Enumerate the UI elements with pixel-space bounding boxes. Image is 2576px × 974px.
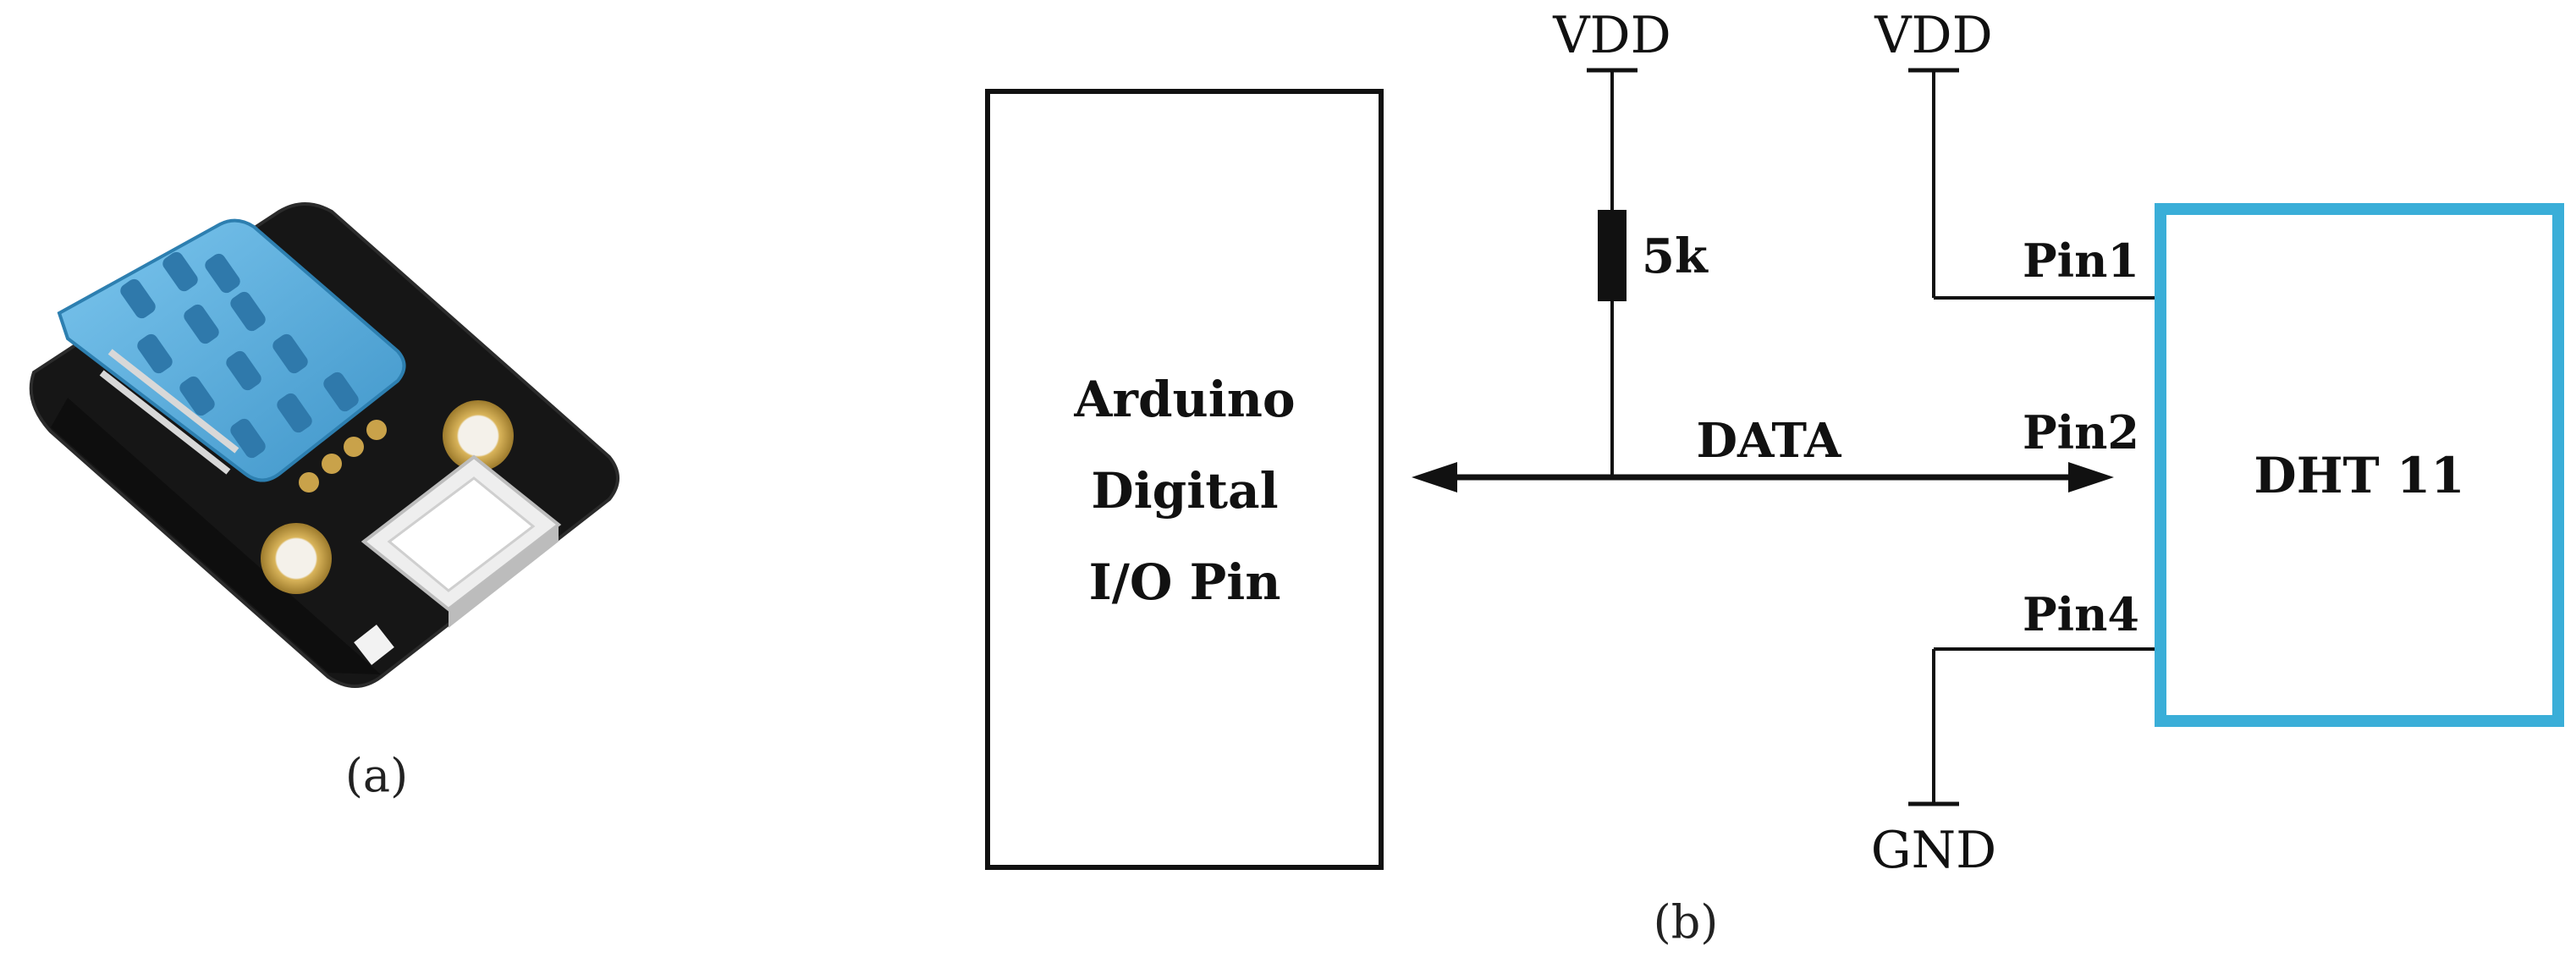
arduino-label-line2: Digital <box>1091 462 1278 520</box>
pin4-label: Pin4 <box>2023 587 2139 641</box>
vdd-left-label: VDD <box>1552 6 1671 65</box>
jst-connector <box>361 454 562 628</box>
resistor-5k <box>1598 210 1627 301</box>
data-arrow-right <box>2068 462 2114 493</box>
mounting-hole-left <box>261 523 332 594</box>
panel-b-caption: (b) <box>1654 895 1719 949</box>
arduino-label-line3: I/O Pin <box>1089 553 1281 611</box>
sensor-pins <box>299 420 387 493</box>
dht11-label: DHT 11 <box>2254 447 2464 504</box>
panel-a-caption: (a) <box>345 749 408 802</box>
data-arrow-left <box>1412 462 1457 493</box>
schematic <box>985 68 2564 870</box>
dht11-box <box>2155 203 2564 727</box>
pin2-label: Pin2 <box>2023 405 2139 459</box>
pin1-label: Pin1 <box>2023 234 2139 288</box>
dfrobot-logo <box>354 625 394 665</box>
arduino-label-line1: Arduino <box>1073 371 1295 428</box>
resistor-label: 5k <box>1642 228 1709 284</box>
mounting-hole-right <box>443 400 514 471</box>
arduino-box <box>985 89 1384 870</box>
dht11-module-photo <box>29 202 619 688</box>
board-silkscreen <box>99 349 239 475</box>
data-label: DATA <box>1696 413 1842 469</box>
gnd-label: GND <box>1871 821 1997 880</box>
vdd-right-label: VDD <box>1874 6 1993 65</box>
sensor-housing <box>57 218 406 482</box>
